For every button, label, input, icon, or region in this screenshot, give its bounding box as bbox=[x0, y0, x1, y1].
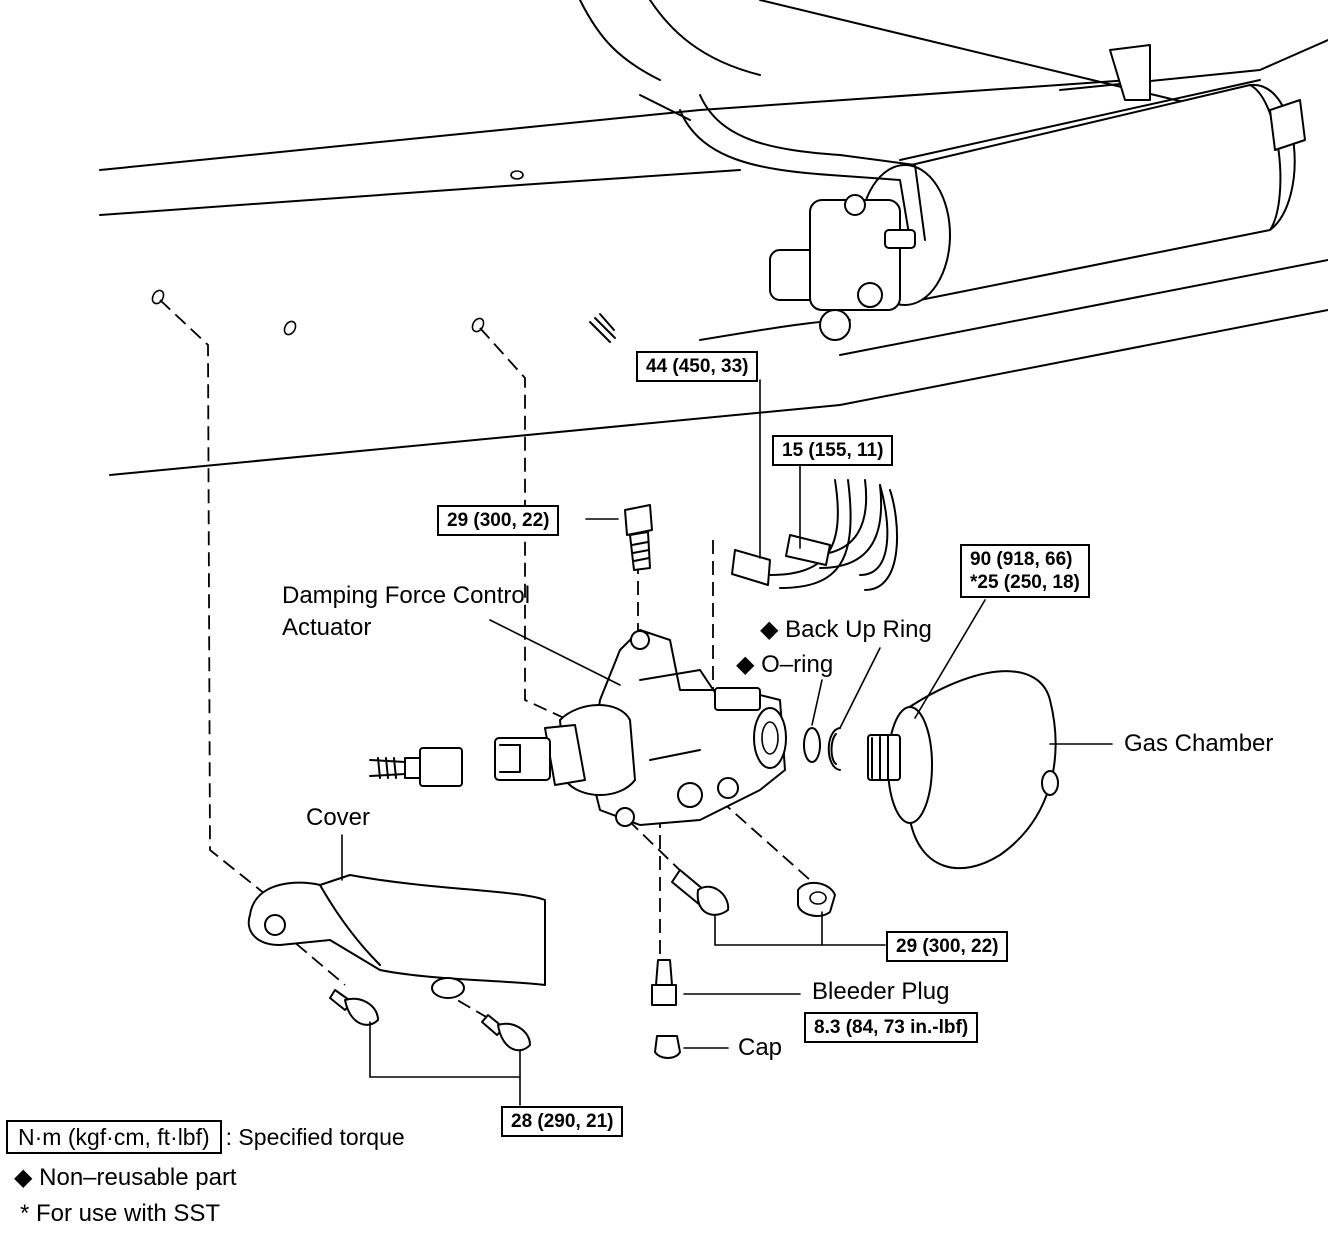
label-damping-actuator: Damping Force Control Actuator bbox=[282, 580, 592, 644]
torque-pipe-union-large: 44 (450, 33) bbox=[636, 351, 759, 382]
label-back-up-ring-text: Back Up Ring bbox=[785, 616, 932, 643]
torque-gas-chamber-line2: *25 (250, 18) bbox=[970, 572, 1080, 593]
harness-connector bbox=[369, 747, 463, 787]
legend-non-reusable: ◆ Non–reusable part bbox=[14, 1162, 237, 1194]
cover-bolts-artwork bbox=[329, 989, 531, 1052]
actuator-top-bolt bbox=[624, 504, 653, 571]
diamond-icon: ◆ bbox=[760, 616, 779, 643]
label-bleeder-plug: Bleeder Plug bbox=[812, 978, 950, 1005]
label-o-ring-text: O–ring bbox=[761, 651, 834, 678]
actuator-body bbox=[494, 629, 787, 827]
torque-gas-chamber-line1: 90 (918, 66) bbox=[970, 549, 1073, 570]
accumulator-cylinder bbox=[679, 44, 1306, 341]
torque-pipe-union-small: 15 (155, 11) bbox=[772, 435, 894, 466]
label-back-up-ring: ◆ Back Up Ring bbox=[760, 615, 932, 645]
label-cover: Cover bbox=[306, 804, 371, 831]
label-cap: Cap bbox=[738, 1034, 783, 1061]
legend-torque-box: N·m (kgf·cm, ft·lbf) bbox=[6, 1120, 222, 1154]
torque-bleeder-plug: 8.3 (84, 73 in.-lbf) bbox=[804, 1012, 979, 1043]
torque-cover-bolts: 28 (290, 21) bbox=[501, 1106, 624, 1137]
label-o-ring: ◆ O–ring bbox=[736, 650, 833, 680]
rings-artwork bbox=[803, 727, 841, 771]
actuator-lower-bolts bbox=[671, 869, 836, 917]
cover-artwork bbox=[247, 874, 546, 999]
torque-actuator-top-bolt: 29 (300, 22) bbox=[437, 505, 560, 536]
torque-gas-chamber: 90 (918, 66) *25 (250, 18) bbox=[960, 544, 1090, 598]
gas-chamber-artwork bbox=[867, 670, 1059, 870]
bleeder-plug-artwork bbox=[651, 959, 681, 1059]
hydraulic-lines bbox=[731, 479, 899, 591]
alignment-lines bbox=[159, 299, 811, 1026]
legend-torque-row: N·m (kgf·cm, ft·lbf) : Specified torque bbox=[6, 1120, 405, 1154]
diamond-icon: ◆ bbox=[736, 651, 755, 678]
torque-actuator-lower-bolts: 29 (300, 22) bbox=[886, 931, 1009, 962]
legend-torque-text: : Specified torque bbox=[225, 1124, 405, 1150]
legend-sst-note: * For use with SST bbox=[20, 1200, 221, 1227]
vehicle-body-outline bbox=[99, 0, 1328, 476]
label-gas-chamber: Gas Chamber bbox=[1124, 730, 1274, 757]
legend-non-reusable-text: Non–reusable part bbox=[39, 1164, 237, 1191]
leader-lines bbox=[341, 379, 1113, 1106]
diamond-icon: ◆ bbox=[14, 1164, 33, 1191]
label-damping-actuator-text: Damping Force Control Actuator bbox=[282, 582, 531, 641]
frame-holes bbox=[151, 289, 616, 343]
